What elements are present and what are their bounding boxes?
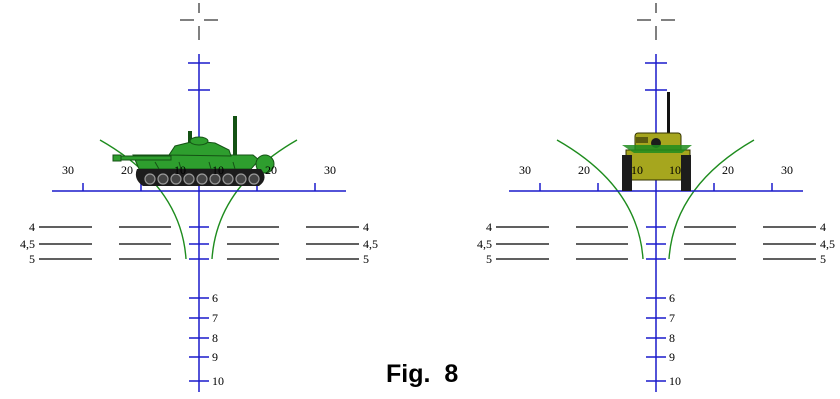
figure-caption: Fig. 8 [386, 360, 459, 388]
range-label-left: 4 [29, 220, 35, 234]
horizontal-scale-label: 20 [722, 163, 734, 177]
tank-road-wheel [235, 173, 247, 185]
range-label-left: 4,5 [20, 237, 35, 251]
horizontal-scale-label: 20 [121, 163, 133, 177]
tank-road-wheel [222, 173, 234, 185]
tank-left-track [622, 155, 632, 191]
tank-side-icon [112, 116, 275, 186]
tank-fender [622, 145, 692, 153]
distance-scale-label: 7 [212, 311, 218, 325]
range-label-right: 4 [363, 220, 369, 234]
range-label-left: 5 [486, 252, 492, 266]
tank-road-wheel [170, 173, 182, 185]
distance-scale-label: 7 [669, 311, 675, 325]
distance-scale-label: 8 [669, 331, 675, 345]
range-label-left: 4,5 [477, 237, 492, 251]
range-label-right: 5 [363, 252, 369, 266]
distance-scale-label: 6 [212, 291, 218, 305]
right-range-curve [211, 139, 298, 260]
tank-turret [168, 140, 232, 157]
range-label-right: 4 [820, 220, 826, 234]
crosshair-icon [180, 3, 218, 40]
tank-sight-block [636, 137, 648, 143]
tank-front-icon [622, 92, 692, 191]
tank-gun-barrel [118, 155, 172, 161]
tank-road-wheel [157, 173, 169, 185]
horizontal-scale-label: 30 [781, 163, 793, 177]
horizontal-scale-label: 30 [324, 163, 336, 177]
distance-scale-label: 6 [669, 291, 675, 305]
horizontal-scale-label: 30 [62, 163, 74, 177]
tank-road-wheel [209, 173, 221, 185]
range-label-left: 5 [29, 252, 35, 266]
distance-scale-label: 8 [212, 331, 218, 345]
horizontal-scale-label: 20 [265, 163, 277, 177]
horizontal-scale-label: 10 [631, 163, 643, 177]
tank-road-wheel [196, 173, 208, 185]
horizontal-scale-label: 10 [212, 163, 224, 177]
tank-hull-detail [154, 161, 236, 170]
tank-antenna [667, 92, 670, 140]
distance-scale-label: 10 [212, 374, 224, 388]
tank-right-track [681, 155, 691, 191]
tank-road-wheel [144, 173, 156, 185]
left-range-curve [556, 139, 644, 260]
distance-scale-label: 10 [669, 374, 681, 388]
tank-road-wheel [183, 173, 195, 185]
distance-scale-label: 9 [212, 350, 218, 364]
tank-antenna [233, 116, 237, 161]
tank-cupola [189, 136, 209, 146]
horizontal-scale-label: 10 [669, 163, 681, 177]
range-label-right: 4,5 [820, 237, 835, 251]
horizontal-scale-label: 10 [174, 163, 186, 177]
distance-scale-label: 9 [669, 350, 675, 364]
tank-muzzle [112, 154, 122, 162]
left-range-curve [99, 139, 187, 260]
horizontal-scale-label: 20 [578, 163, 590, 177]
range-label-right: 4,5 [363, 237, 378, 251]
tank-hull [625, 149, 691, 181]
tank-rear-stowage [255, 154, 275, 174]
horizontal-scale-label: 30 [519, 163, 531, 177]
right-range-curve [668, 139, 755, 260]
tank-road-wheel [248, 173, 260, 185]
crosshair-icon [637, 3, 675, 40]
range-label-left: 4 [486, 220, 492, 234]
range-label-right: 5 [820, 252, 826, 266]
